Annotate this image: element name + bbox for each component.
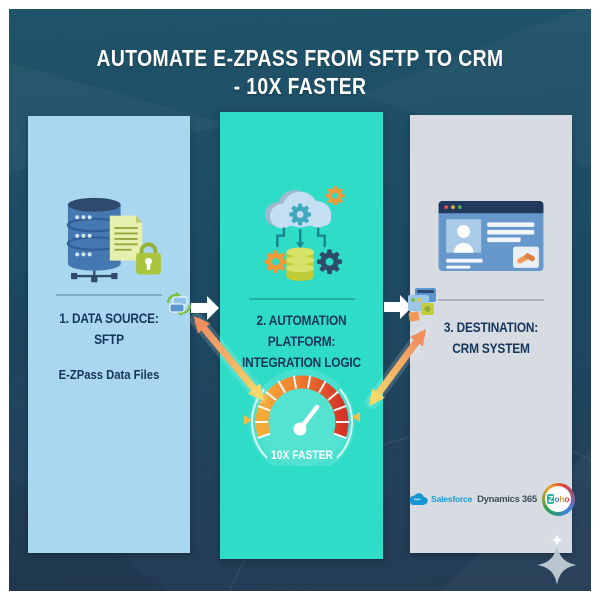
gauge-label: 10X FASTER [271, 450, 334, 462]
sparkle-small-icon [551, 534, 563, 546]
dynamics-365-label: Dynamics 365 [477, 493, 537, 505]
panel-data-source: 1. DATA SOURCE: SFTP E-ZPass Data Files [28, 116, 190, 553]
padlock-icon [136, 242, 161, 275]
window-dot-red [444, 205, 449, 210]
panel-destination: 3. DESTINATION: CRM SYSTEM Salesforce Dy… [409, 115, 575, 553]
gauge-ticks [255, 375, 349, 440]
contact-avatar [446, 219, 482, 253]
sync-icon [166, 292, 192, 316]
window-titlebar [438, 201, 544, 214]
handshake-icon [513, 246, 539, 268]
apps-gear-icon [408, 288, 436, 322]
panel-automation-platform: 2. AUTOMATION PLATFORM: INTEGRATION LOGI… [220, 112, 383, 559]
contact-text-lines [446, 222, 535, 269]
server-stack [66, 197, 122, 271]
divider [56, 294, 162, 296]
server-stand [71, 270, 118, 283]
destination-heading-line1: 3. DESTINATION: [443, 320, 539, 335]
salesforce-label: Salesforce [431, 494, 473, 504]
source-heading-line1: 1. DATA SOURCE: [59, 311, 159, 326]
mini-database-icon [286, 247, 315, 281]
title-line-1: AUTOMATE E-ZPASS FROM SFTP TO CRM [96, 45, 504, 71]
database-lock-icon [66, 197, 161, 283]
chevron-right-icon [244, 415, 252, 425]
down-arrow-icon [296, 242, 305, 249]
speedometer-icon: 10X FASTER [244, 369, 360, 466]
source-heading: 1. DATA SOURCE: SFTP [38, 308, 181, 350]
window-dot-yellow [451, 205, 455, 210]
cloud-gears-icon [264, 186, 345, 281]
divider [248, 298, 355, 300]
automation-heading-line2: INTEGRATION LOGIC [242, 355, 361, 370]
window-dot-green [457, 205, 462, 210]
chevron-left-icon [352, 412, 360, 422]
destination-heading-line2: CRM SYSTEM [452, 341, 530, 356]
gauge-hub [293, 422, 307, 436]
connector-lines [276, 227, 326, 248]
source-subtext: E-ZPass Data Files [58, 368, 160, 382]
destination-heading: 3. DESTINATION: CRM SYSTEM [420, 317, 563, 359]
page-title: AUTOMATE E-ZPASS FROM SFTP TO CRM - 10X … [48, 44, 552, 100]
automation-heading: 2. AUTOMATION PLATFORM: INTEGRATION LOGI… [230, 310, 373, 373]
salesforce-cloud-icon [409, 492, 428, 505]
title-line-2: - 10X FASTER [233, 73, 367, 99]
source-heading-line2: SFTP [94, 332, 124, 347]
divider [438, 299, 544, 301]
crm-window-icon [438, 201, 544, 271]
salesforce-logo: Salesforce [407, 492, 472, 507]
automation-heading-line1: 2. AUTOMATION PLATFORM: [256, 313, 347, 349]
sparkle-icon [537, 545, 577, 585]
